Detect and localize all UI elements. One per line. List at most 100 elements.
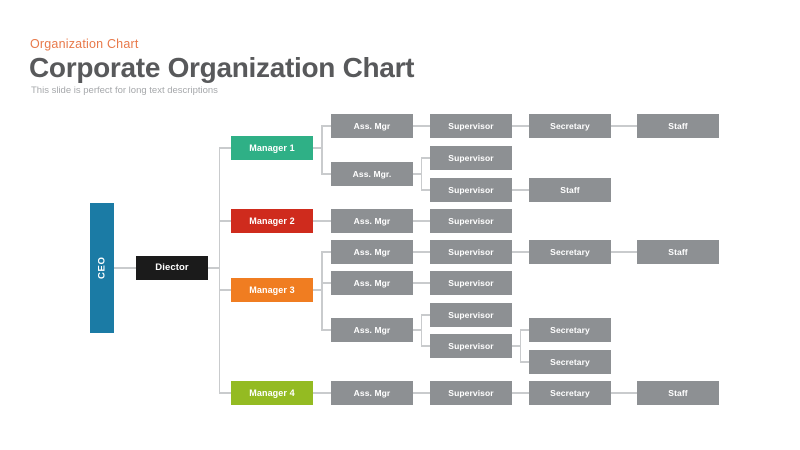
connector-line (413, 220, 430, 222)
org-node-m4[interactable]: Manager 4 (231, 381, 313, 405)
connector-line (313, 220, 331, 222)
connector-line (321, 283, 323, 290)
org-node-a1[interactable]: Ass. Mgr (331, 114, 413, 138)
connector-line (420, 189, 430, 191)
connector-line (420, 315, 423, 330)
connector-line (512, 189, 529, 191)
connector-line (321, 125, 331, 127)
org-node-label: Secretary (550, 246, 590, 257)
org-node-t2[interactable]: Staff (637, 240, 719, 264)
org-node-dir[interactable]: Diector (136, 256, 208, 280)
connector-line (218, 268, 221, 393)
org-node-c3[interactable]: Secretary (529, 318, 611, 342)
org-node-ceo[interactable]: CEO (90, 203, 114, 333)
org-node-m3[interactable]: Manager 3 (231, 278, 313, 302)
org-node-label: Ass. Mgr (353, 215, 391, 226)
connector-line (519, 330, 522, 346)
connector-line (420, 314, 430, 316)
connector-line (512, 251, 529, 253)
connector-line (413, 125, 430, 127)
org-node-label: Supervisor (448, 387, 494, 398)
connector-line (218, 289, 231, 291)
org-node-label: Supervisor (448, 184, 494, 195)
slide-subtitle: This slide is perfect for long text desc… (31, 85, 218, 96)
connector-line (413, 173, 422, 175)
org-node-label: Supervisor (448, 246, 494, 257)
org-node-label: Secretary (550, 120, 590, 131)
org-node-a2[interactable]: Ass. Mgr. (331, 162, 413, 186)
org-node-a4[interactable]: Ass. Mgr (331, 240, 413, 264)
connector-line (519, 361, 529, 363)
connector-line (413, 329, 422, 331)
org-node-c5[interactable]: Secretary (529, 381, 611, 405)
page-title: Corporate Organization Chart (29, 52, 415, 83)
connector-line (321, 126, 323, 148)
connector-line (218, 221, 221, 268)
org-node-c4[interactable]: Secretary (529, 350, 611, 374)
org-node-s1[interactable]: Supervisor (430, 114, 512, 138)
org-node-m1[interactable]: Manager 1 (231, 136, 313, 160)
connector-line (218, 220, 231, 222)
org-node-m2[interactable]: Manager 2 (231, 209, 313, 233)
org-node-label: Ass. Mgr (353, 277, 391, 288)
org-node-s8[interactable]: Supervisor (430, 334, 512, 358)
org-node-f1[interactable]: Staff (529, 178, 611, 202)
connector-line (313, 289, 322, 291)
connector-line (611, 125, 637, 127)
org-node-t1[interactable]: Staff (637, 114, 719, 138)
org-node-label: Supervisor (448, 340, 494, 351)
org-node-label: Staff (668, 246, 688, 257)
org-node-label: Supervisor (448, 277, 494, 288)
org-node-label: Secretary (550, 387, 590, 398)
org-node-label: Ass. Mgr (353, 324, 391, 335)
connector-line (321, 282, 331, 284)
connector-line (321, 148, 323, 174)
org-node-label: Ass. Mgr (353, 246, 391, 257)
connector-line (420, 158, 423, 174)
connector-line (420, 157, 430, 159)
org-node-t3[interactable]: Staff (637, 381, 719, 405)
connector-line (420, 330, 423, 346)
org-node-label: Manager 4 (249, 387, 295, 398)
org-node-s5[interactable]: Supervisor (430, 240, 512, 264)
connector-line (321, 251, 331, 253)
org-node-label: Supervisor (448, 215, 494, 226)
org-node-label: Staff (560, 184, 580, 195)
org-node-a5[interactable]: Ass. Mgr (331, 271, 413, 295)
org-node-a3[interactable]: Ass. Mgr (331, 209, 413, 233)
org-node-label: Supervisor (448, 152, 494, 163)
connector-line (313, 392, 331, 394)
org-node-c1[interactable]: Secretary (529, 114, 611, 138)
org-node-label: Manager 3 (249, 284, 295, 295)
connector-line (218, 147, 231, 149)
org-node-s4[interactable]: Supervisor (430, 209, 512, 233)
org-node-label: Supervisor (448, 309, 494, 320)
org-node-s6[interactable]: Supervisor (430, 271, 512, 295)
connector-line (413, 282, 430, 284)
org-node-c2[interactable]: Secretary (529, 240, 611, 264)
org-node-label: Supervisor (448, 120, 494, 131)
org-node-s3[interactable]: Supervisor (430, 178, 512, 202)
org-node-label: Manager 1 (249, 142, 295, 153)
connector-line (218, 392, 231, 394)
org-node-label: Secretary (550, 356, 590, 367)
connector-line (208, 267, 220, 269)
connector-line (218, 148, 221, 268)
org-node-a6[interactable]: Ass. Mgr (331, 318, 413, 342)
connector-line (611, 251, 637, 253)
connector-line (313, 147, 322, 149)
org-node-s9[interactable]: Supervisor (430, 381, 512, 405)
org-node-label: Ass. Mgr (353, 387, 391, 398)
org-node-s2[interactable]: Supervisor (430, 146, 512, 170)
connector-line (321, 290, 323, 330)
slide-eyebrow: Organization Chart (30, 37, 139, 51)
connector-line (611, 392, 637, 394)
org-node-a7[interactable]: Ass. Mgr (331, 381, 413, 405)
connector-line (519, 346, 522, 362)
org-node-label: Secretary (550, 324, 590, 335)
connector-line (512, 392, 529, 394)
org-node-label: Ass. Mgr (353, 120, 391, 131)
org-node-s7[interactable]: Supervisor (430, 303, 512, 327)
